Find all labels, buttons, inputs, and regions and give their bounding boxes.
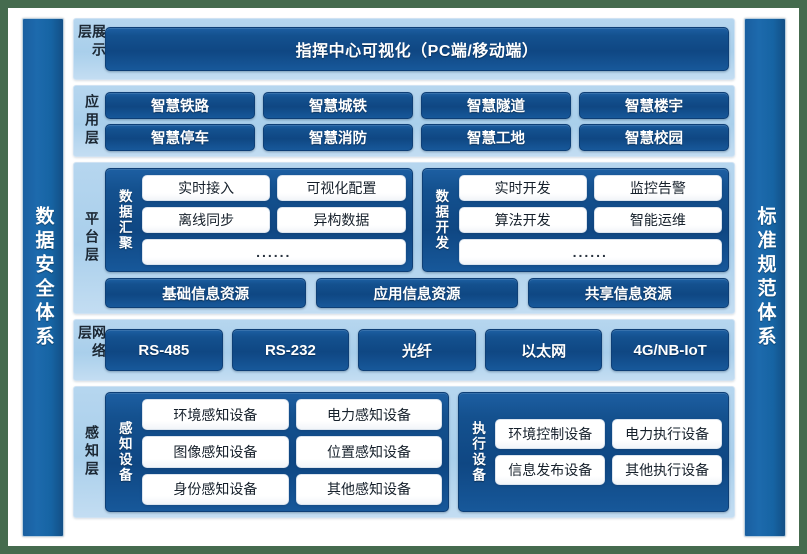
- perception-actuating-title-wrap: 执行设备: [465, 399, 489, 505]
- layer-perception-label-wrap: 感知层: [79, 392, 105, 512]
- grid-row: 实时开发 监控告警: [458, 175, 722, 202]
- layer-display-label-wrap: 展示层: [77, 24, 107, 74]
- application-row-1: 智慧铁路 智慧城铁 智慧隧道 智慧楼宇: [105, 91, 729, 119]
- resource-item[interactable]: 应用信息资源: [316, 278, 518, 308]
- actuating-item[interactable]: 信息发布设备: [495, 455, 606, 485]
- grid-row: 算法开发 智能运维: [458, 207, 722, 234]
- perception-actuating-grid: 环境控制设备 电力执行设备 信息发布设备 其他执行设备: [495, 399, 722, 505]
- actuating-item[interactable]: 电力执行设备: [612, 419, 722, 449]
- app-item[interactable]: 智慧城铁: [263, 91, 413, 119]
- platform-group-data-aggregation: 数据汇聚 实时接入 可视化配置 离线同步 异构数据: [105, 168, 413, 273]
- app-item[interactable]: 智慧隧道: [421, 91, 571, 119]
- layer-perception: 感知层 感知设备 环境感知设备 电力感知设备: [73, 386, 735, 518]
- network-item[interactable]: 以太网: [484, 329, 603, 371]
- layer-network-body: RS-485 RS-232 光纤 以太网 4G/NB-IoT: [105, 325, 729, 375]
- network-item-row: RS-485 RS-232 光纤 以太网 4G/NB-IoT: [105, 329, 729, 371]
- layer-application-label: 应用层: [84, 94, 100, 148]
- layer-perception-body: 感知设备 环境感知设备 电力感知设备 图像感知设备 位置感知设备: [105, 392, 729, 512]
- display-banner-box[interactable]: 指挥中心可视化（PC端/移动端）: [105, 27, 729, 71]
- page-sheet: 数据安全体系 展示层 指挥中心可视化（PC端/移动端） 应用层: [8, 8, 799, 546]
- sensing-item[interactable]: 电力感知设备: [295, 399, 443, 431]
- layer-application-label-wrap: 应用层: [79, 91, 105, 151]
- platform-group-development-title-wrap: 数据开发: [429, 175, 453, 265]
- sensing-item[interactable]: 位置感知设备: [295, 436, 443, 468]
- perception-group-container: 感知设备 环境感知设备 电力感知设备 图像感知设备 位置感知设备: [105, 392, 729, 512]
- platform-item-more[interactable]: ......: [142, 239, 406, 266]
- layer-platform-label-wrap: 平台层: [79, 168, 105, 308]
- grid-row: 身份感知设备 其他感知设备: [142, 473, 443, 505]
- grid-row: 图像感知设备 位置感知设备: [142, 436, 443, 468]
- architecture-diagram: 数据安全体系 展示层 指挥中心可视化（PC端/移动端） 应用层: [22, 18, 786, 537]
- app-item[interactable]: 智慧楼宇: [579, 91, 729, 119]
- layer-platform-body: 数据汇聚 实时接入 可视化配置 离线同步 异构数据: [105, 168, 729, 308]
- layer-perception-label: 感知层: [84, 425, 100, 479]
- information-resource-row: 基础信息资源 应用信息资源 共享信息资源: [105, 278, 729, 308]
- network-item[interactable]: 光纤: [358, 329, 476, 371]
- network-item[interactable]: RS-232: [231, 329, 350, 371]
- platform-item[interactable]: 可视化配置: [277, 175, 406, 202]
- perception-group-sensing-devices: 感知设备 环境感知设备 电力感知设备 图像感知设备 位置感知设备: [105, 392, 450, 512]
- platform-item[interactable]: 实时开发: [458, 175, 587, 202]
- network-item[interactable]: RS-485: [105, 329, 223, 371]
- layer-stack: 展示层 指挥中心可视化（PC端/移动端） 应用层 智慧铁路 智慧城铁 智慧隧道 …: [73, 18, 735, 537]
- platform-item-more[interactable]: ......: [458, 239, 722, 266]
- grid-row: 信息发布设备 其他执行设备: [495, 455, 722, 485]
- platform-group-container: 数据汇聚 实时接入 可视化配置 离线同步 异构数据: [105, 168, 729, 273]
- pillar-standards-label: 标准规范体系: [754, 205, 776, 350]
- layer-application-body: 智慧铁路 智慧城铁 智慧隧道 智慧楼宇 智慧停车 智慧消防 智慧工地 智慧校园: [105, 91, 729, 151]
- layer-platform: 平台层 数据汇聚 实时接入 可视化配置: [73, 162, 735, 314]
- app-item[interactable]: 智慧停车: [105, 123, 255, 151]
- platform-group-data-development: 数据开发 实时开发 监控告警 算法开发 智能运维: [421, 168, 729, 273]
- layer-network-label: 网络层: [77, 325, 107, 361]
- layer-application: 应用层 智慧铁路 智慧城铁 智慧隧道 智慧楼宇 智慧停车 智慧消防 智慧工地 智…: [73, 85, 735, 157]
- grid-row: ......: [142, 239, 406, 266]
- layer-display: 展示层 指挥中心可视化（PC端/移动端）: [73, 18, 735, 80]
- app-item[interactable]: 智慧校园: [579, 123, 729, 151]
- platform-development-grid: 实时开发 监控告警 算法开发 智能运维 ......: [458, 175, 722, 266]
- grid-row: 实时接入 可视化配置: [142, 175, 406, 202]
- perception-sensing-title: 感知设备: [116, 421, 132, 483]
- application-row-2: 智慧停车 智慧消防 智慧工地 智慧校园: [105, 123, 729, 151]
- sensing-item[interactable]: 图像感知设备: [142, 436, 289, 468]
- perception-sensing-title-wrap: 感知设备: [112, 399, 136, 505]
- layer-display-label: 展示层: [77, 24, 107, 60]
- sensing-item[interactable]: 环境感知设备: [142, 399, 289, 431]
- resource-item[interactable]: 共享信息资源: [527, 278, 729, 308]
- grid-row: ......: [458, 239, 722, 266]
- platform-item[interactable]: 异构数据: [277, 207, 406, 234]
- grid-row: 环境控制设备 电力执行设备: [495, 419, 722, 449]
- layer-network-label-wrap: 网络层: [77, 325, 107, 375]
- platform-item[interactable]: 实时接入: [142, 175, 271, 202]
- platform-item[interactable]: 算法开发: [458, 207, 587, 234]
- app-item[interactable]: 智慧铁路: [105, 91, 255, 119]
- platform-aggregation-grid: 实时接入 可视化配置 离线同步 异构数据 ......: [142, 175, 406, 266]
- resource-item[interactable]: 基础信息资源: [105, 278, 307, 308]
- sensing-item[interactable]: 身份感知设备: [142, 473, 289, 505]
- actuating-item[interactable]: 其他执行设备: [612, 455, 722, 485]
- layer-display-body: 指挥中心可视化（PC端/移动端）: [105, 24, 729, 74]
- grid-row: 环境感知设备 电力感知设备: [142, 399, 443, 431]
- layer-platform-label: 平台层: [84, 211, 100, 265]
- perception-actuating-title: 执行设备: [470, 421, 486, 483]
- sensing-item[interactable]: 其他感知设备: [295, 473, 443, 505]
- pillar-data-security-label: 数据安全体系: [32, 205, 54, 350]
- network-item[interactable]: 4G/NB-IoT: [611, 329, 729, 371]
- platform-group-aggregation-title-wrap: 数据汇聚: [112, 175, 136, 265]
- pillar-data-security: 数据安全体系: [22, 18, 64, 537]
- app-item[interactable]: 智慧工地: [421, 123, 571, 151]
- grid-row: 离线同步 异构数据: [142, 207, 406, 234]
- platform-item[interactable]: 智能运维: [593, 207, 722, 234]
- actuating-item[interactable]: 环境控制设备: [495, 419, 606, 449]
- perception-sensing-grid: 环境感知设备 电力感知设备 图像感知设备 位置感知设备 身份感知设备 其他感知设…: [142, 399, 443, 505]
- platform-group-aggregation-title: 数据汇聚: [116, 189, 132, 252]
- app-item[interactable]: 智慧消防: [263, 123, 413, 151]
- platform-item[interactable]: 离线同步: [142, 207, 271, 234]
- platform-group-development-title: 数据开发: [433, 189, 449, 252]
- pillar-standards: 标准规范体系: [744, 18, 786, 537]
- layer-network: 网络层 RS-485 RS-232 光纤 以太网 4G/NB-IoT: [73, 319, 735, 381]
- platform-item[interactable]: 监控告警: [593, 175, 722, 202]
- perception-group-actuating-devices: 执行设备 环境控制设备 电力执行设备 信息发布设备 其他执行设备: [458, 392, 729, 512]
